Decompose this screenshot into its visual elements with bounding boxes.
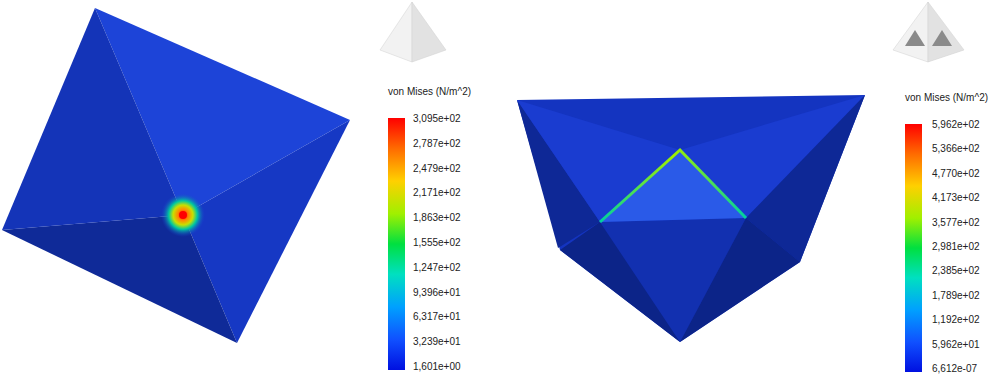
scale-value: 1,601e+00 xyxy=(413,361,461,373)
scale-value: 2,385e+02 xyxy=(932,265,980,277)
hollow-pyramid-icon xyxy=(893,2,964,62)
stress-peak xyxy=(179,211,187,219)
scale-value: 2,981e+02 xyxy=(932,241,980,253)
hollow-pyramid-plot xyxy=(517,95,865,342)
scale-value: 6,317e+01 xyxy=(413,311,461,323)
legend-title: von Mises (N/m^2) xyxy=(388,86,471,98)
scale-value: 5,366e+02 xyxy=(932,143,980,155)
stress-edge xyxy=(600,150,746,222)
scale-value: 5,962e+01 xyxy=(932,339,980,351)
scale-value: 1,789e+02 xyxy=(932,290,980,302)
scale-value: 9,396e+01 xyxy=(413,287,461,299)
scale-value: 5,962e+02 xyxy=(932,119,980,131)
scale-value: 1,555e+02 xyxy=(413,237,461,249)
pyramid-face xyxy=(2,215,237,343)
scale-value: 2,171e+02 xyxy=(413,187,461,199)
pyramid-plot xyxy=(2,8,350,343)
scale-value: 2,479e+02 xyxy=(413,163,461,175)
scale-value: 3,577e+02 xyxy=(932,217,980,229)
scale-value: 1,247e+02 xyxy=(413,262,461,274)
scale-value: 1,863e+02 xyxy=(413,212,461,224)
legend-title: von Mises (N/m^2) xyxy=(905,92,988,104)
scale-value: 2,787e+02 xyxy=(413,138,461,150)
pyramid-face xyxy=(560,222,680,342)
scale-value: 6,612e-07 xyxy=(932,363,977,375)
stress-hotspot xyxy=(161,193,205,237)
color-bar xyxy=(905,124,922,372)
scale-value: 4,173e+02 xyxy=(932,192,980,204)
inner-face xyxy=(600,150,746,222)
scale-value: 4,770e+02 xyxy=(932,168,980,180)
scale-value: 1,192e+02 xyxy=(932,314,980,326)
pyramid-face xyxy=(680,218,800,342)
color-bar xyxy=(388,118,405,370)
scale-value: 3,239e+01 xyxy=(413,336,461,348)
pyramid-face xyxy=(517,95,865,342)
pyramid-face xyxy=(2,8,183,230)
pyramid-icon xyxy=(380,2,446,62)
scale-value: 3,095e+02 xyxy=(413,113,461,125)
